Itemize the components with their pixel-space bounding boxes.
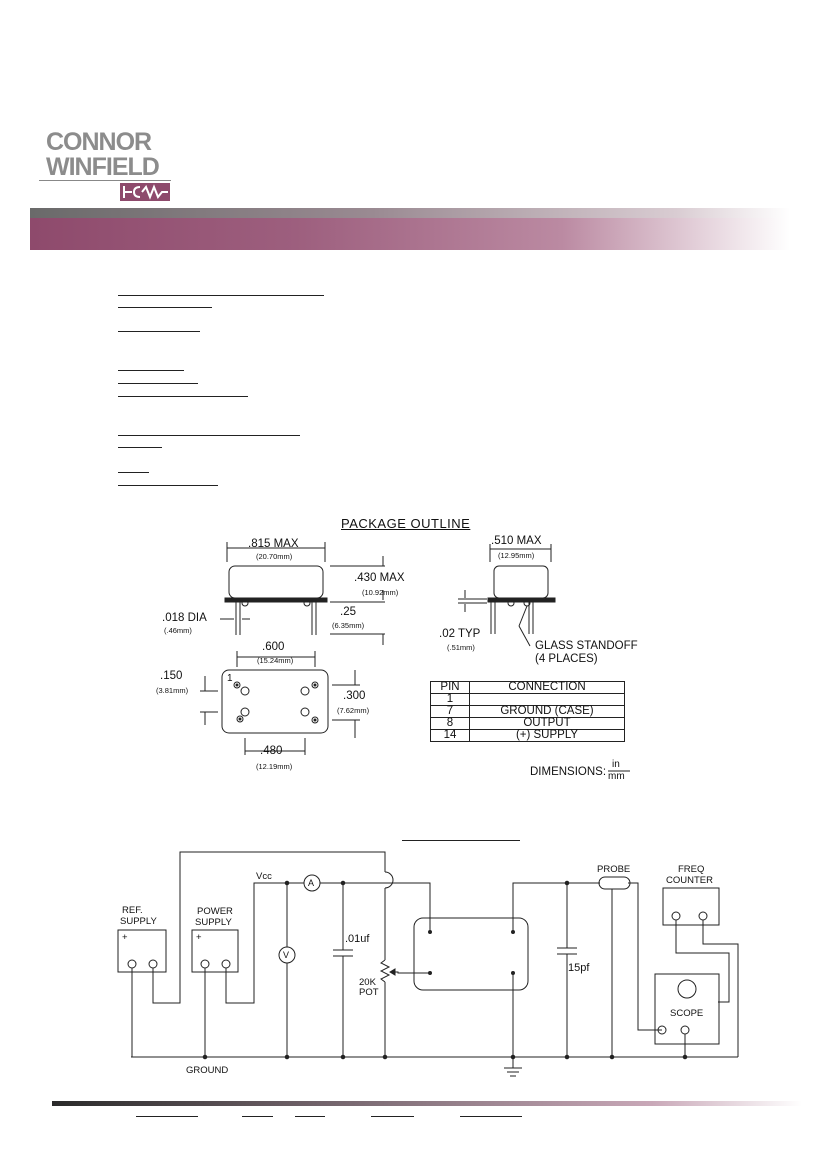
dim-pin-length: .25 <box>340 606 356 618</box>
dim-row-spacing: .300 <box>343 690 366 702</box>
pin-connection-table: PIN CONNECTION 1 7 GROUND (CASE) 8 OUTPU… <box>430 681 625 742</box>
dim-bottom-spacing-mm: (12.19mm) <box>256 762 293 771</box>
power-supply-plus: + <box>196 932 202 943</box>
logo-mark <box>120 183 170 201</box>
dim-pin-dia: .018 DIA <box>162 612 207 624</box>
blank-line <box>118 331 200 332</box>
package-drawing <box>200 542 630 772</box>
footer-blank-line <box>371 1116 414 1117</box>
glass-standoff-places: (4 PLACES) <box>535 653 598 665</box>
banner-main-stripe <box>30 218 790 250</box>
dimensions-label: DIMENSIONS: <box>530 766 607 778</box>
dim-standoff-gap-mm: (.51mm) <box>447 643 475 652</box>
table-row: 14 (+) SUPPLY <box>430 729 625 742</box>
dim-row-spacing-mm: (7.62mm) <box>337 706 370 715</box>
table-header-row: PIN CONNECTION <box>430 681 625 694</box>
footer-blank-line <box>136 1116 198 1117</box>
logo-rule <box>39 180 171 181</box>
glass-standoff-label: GLASS STANDOFF <box>535 640 638 652</box>
footer-stripe <box>52 1101 802 1106</box>
freq-counter-label-2: COUNTER <box>666 875 713 886</box>
table-cell: 7 <box>430 705 470 718</box>
table-cell: GROUND (CASE) <box>469 705 625 718</box>
dim-row-offset-mm: (3.81mm) <box>156 686 189 695</box>
dim-row-offset: .150 <box>160 670 183 682</box>
table-cell: 8 <box>430 717 470 730</box>
pot-label-1: 20K <box>359 977 376 988</box>
table-cell: OUTPUT <box>469 717 625 730</box>
blank-line <box>118 396 248 397</box>
dim-width-max: .815 MAX <box>248 538 299 550</box>
ammeter-label: A <box>308 878 315 888</box>
footer-blank-line <box>295 1116 325 1117</box>
blank-line <box>118 383 198 384</box>
table-row: 8 OUTPUT <box>430 717 625 730</box>
vcc-label: Vcc <box>256 871 272 882</box>
pot-label-2: POT <box>359 987 379 998</box>
ref-supply-label-2: SUPPLY <box>120 916 157 927</box>
cw-mark-icon <box>123 184 168 200</box>
package-outline-title: PACKAGE OUTLINE <box>341 516 471 531</box>
dim-pin-length-mm: (6.35mm) <box>332 621 365 630</box>
table-cell: 1 <box>430 693 470 706</box>
table-cell: 14 <box>430 729 470 742</box>
dim-pin-dia-mm: (.46mm) <box>164 626 192 635</box>
dim-standoff-gap: .02 TYP <box>439 628 481 640</box>
footer-blank-line <box>242 1116 273 1117</box>
dim-side-width: .510 MAX <box>491 535 542 547</box>
table-row: 1 <box>430 693 625 706</box>
logo-line-winfield: WINFIELD <box>46 153 160 181</box>
blank-line <box>118 435 300 436</box>
ref-supply-label-1: REF. <box>122 905 143 916</box>
ground-label: GROUND <box>186 1065 229 1076</box>
freq-counter-label-1: FREQ <box>678 864 705 875</box>
dimensions-unit-in: in <box>612 759 620 770</box>
table-header-cell: CONNECTION <box>469 681 625 694</box>
voltmeter-label: V <box>283 950 290 960</box>
dim-width-max-mm: (20.70mm) <box>256 552 293 561</box>
cap-15pf-label: 15pf <box>568 962 590 974</box>
blank-line <box>118 485 218 486</box>
dim-height-max-mm: (10.92mm) <box>362 588 399 597</box>
scope-label: SCOPE <box>670 1008 704 1019</box>
blank-line <box>118 370 184 371</box>
probe-label: PROBE <box>597 864 631 875</box>
ref-supply-plus: + <box>122 932 128 943</box>
table-cell: (+) SUPPLY <box>469 729 625 742</box>
blank-line <box>402 840 520 841</box>
table-cell <box>469 693 625 706</box>
blank-line <box>118 472 149 473</box>
dim-bottom-spacing: .480 <box>260 745 283 757</box>
dim-side-width-mm: (12.95mm) <box>498 551 535 560</box>
dim-pin-spacing-mm: (15.24mm) <box>257 656 294 665</box>
table-header-cell: PIN <box>430 681 470 694</box>
power-supply-label-1: POWER <box>197 906 233 917</box>
power-supply-label-2: SUPPLY <box>195 917 232 928</box>
blank-line <box>118 447 162 448</box>
blank-line <box>118 295 324 296</box>
table-row: 7 GROUND (CASE) <box>430 705 625 718</box>
banner-top-stripe <box>30 208 790 218</box>
pin1-label: 1 <box>227 673 233 684</box>
dim-height-max: .430 MAX <box>354 572 405 584</box>
logo-line-connor: CONNOR <box>46 128 152 156</box>
test-circuit-drawing <box>117 851 739 1077</box>
footer-blank-line <box>460 1116 522 1117</box>
blank-line <box>118 307 212 308</box>
dim-pin-spacing: .600 <box>262 641 285 653</box>
cap-01uf-label: .01uf <box>345 933 370 945</box>
dimensions-unit-mm: mm <box>608 771 625 782</box>
